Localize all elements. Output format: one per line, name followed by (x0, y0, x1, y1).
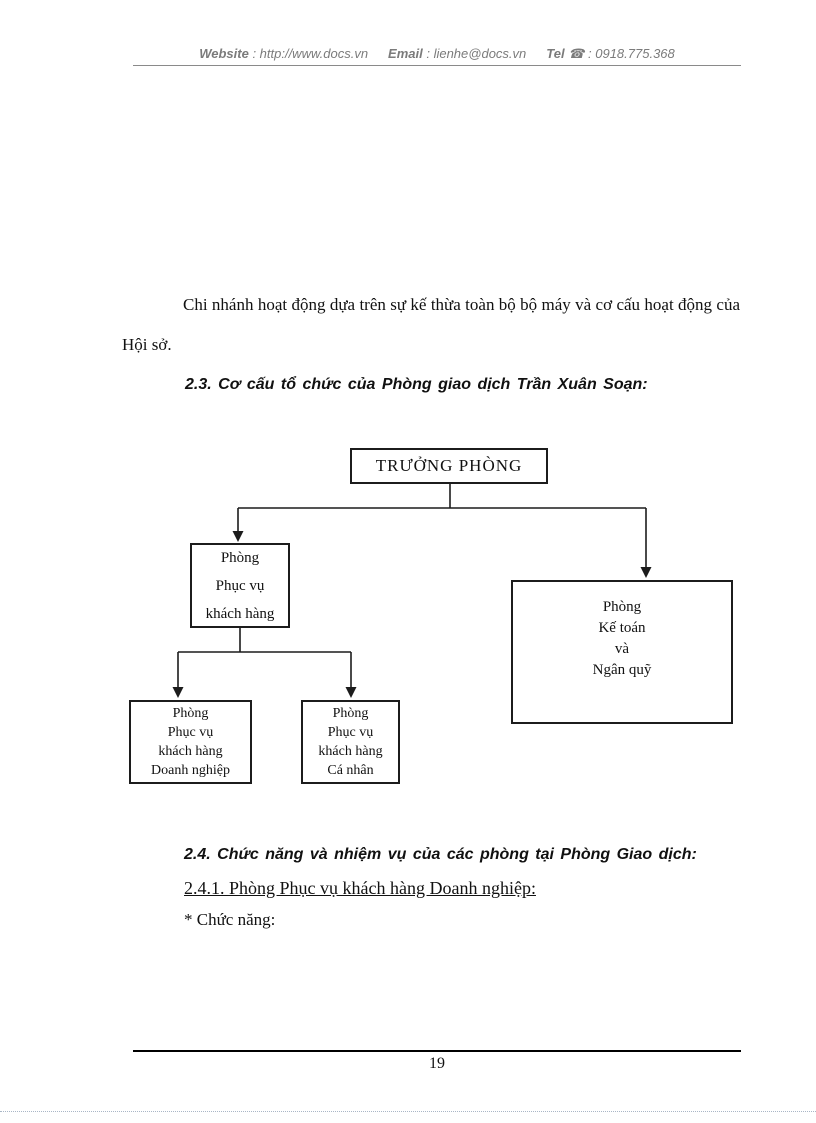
header-website-label: Website (199, 46, 249, 61)
org-node-label-line: Cá nhân (327, 763, 374, 778)
org-node-phong-pvkh-ca-nhan: Phòng Phục vụ khách hàng Cá nhân (301, 700, 400, 784)
footer-divider (133, 1050, 741, 1052)
function-label: * Chức năng: (184, 910, 276, 929)
heading-2-4: 2.4. Chức năng và nhiệm vụ của các phòng… (184, 846, 697, 863)
page-header: Website : http://www.docs.vn Email : lien… (133, 45, 741, 62)
org-node-label-line: Phòng (172, 706, 209, 721)
header-website-value: : http://www.docs.vn (248, 46, 369, 61)
org-node-phong-ke-toan-va-ngan-quy: Phòng Kế toán và Ngân quỹ (511, 580, 733, 724)
org-node-label-line: khách hàng (158, 744, 223, 759)
org-node-label-line: và (614, 641, 630, 657)
org-node-phong-pvkh-doanh-nghiep: Phòng Phục vụ khách hàng Doanh nghiệp (129, 700, 252, 784)
page-bottom-dotted-line (0, 1111, 816, 1112)
header-email-label: Email (388, 46, 423, 61)
arrowhead-icon (345, 687, 357, 698)
org-node-label-line: Doanh nghiệp (151, 763, 230, 778)
org-node-label-line: Phục vụ (167, 725, 214, 740)
org-node-label-line: Phòng (602, 599, 642, 615)
header-tel: Tel ☎ : 0918.775.368 (546, 46, 675, 61)
body-paragraph: Chi nhánh hoạt động dựa trên sự kế thừa … (122, 295, 740, 354)
heading-2-4-1: 2.4.1. Phòng Phục vụ khách hàng Doanh ng… (184, 878, 536, 898)
arrowhead-icon (232, 531, 244, 542)
header-divider (133, 65, 741, 66)
org-node-label-line: Phục vụ (215, 577, 265, 594)
org-node-label-line: khách hàng (318, 744, 383, 759)
header-tel-label: Tel (546, 46, 565, 61)
org-node-label-line: Phòng (220, 549, 260, 566)
org-node-truong-phong: TRƯỞNG PHÒNG (350, 448, 548, 484)
org-node-phong-phuc-vu-khach-hang: Phòng Phục vụ khách hàng (190, 543, 290, 628)
header-email-value: : lienhe@docs.vn (422, 46, 527, 61)
arrowhead-icon (172, 687, 184, 698)
header-tel-value: : 0918.775.368 (584, 46, 675, 61)
phone-icon: ☎ (568, 46, 585, 61)
org-node-label-line: Phòng (332, 706, 369, 721)
org-node-label: TRƯỞNG PHÒNG (375, 456, 523, 475)
arrowhead-icon (640, 567, 652, 578)
org-node-label-line: khách hàng (205, 605, 275, 622)
heading-2-3: 2.3. Cơ cấu tổ chức của Phòng giao dịch … (185, 376, 648, 393)
org-node-label-line: Phục vụ (327, 725, 374, 740)
org-node-label-line: Kế toán (598, 620, 646, 636)
page-number: 19 (429, 1055, 445, 1072)
header-website: Website : http://www.docs.vn (199, 46, 368, 61)
org-node-label-line: Ngân quỹ (592, 662, 652, 678)
header-email: Email : lienhe@docs.vn (388, 46, 526, 61)
